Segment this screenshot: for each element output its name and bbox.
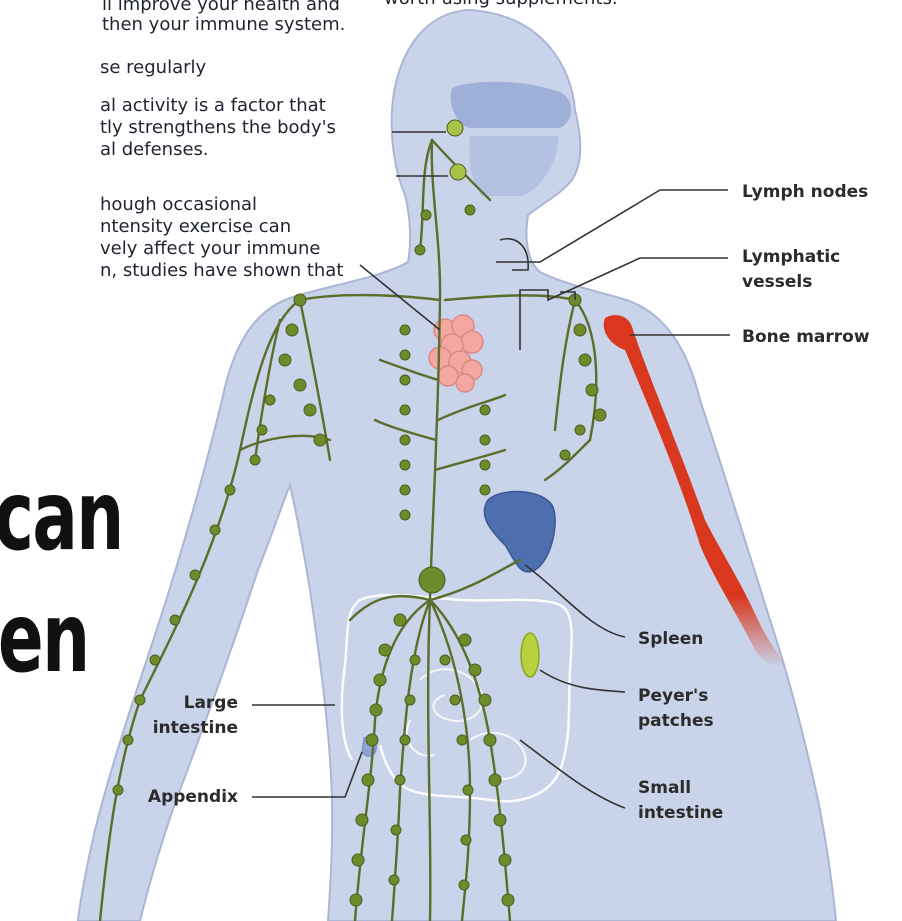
article-line: al defenses. bbox=[100, 139, 209, 160]
label-peyers-2: patches bbox=[638, 709, 714, 734]
article-top-fragment: worth using supplements. bbox=[384, 0, 618, 9]
label-small-intestine-1: Small bbox=[638, 776, 691, 801]
label-peyers-1: Peyer's bbox=[638, 684, 708, 709]
article-line: hough occasional bbox=[100, 194, 257, 215]
article-line: n, studies have shown that bbox=[100, 260, 343, 281]
label-lymphatic-vessels-1: Lymphatic bbox=[742, 245, 840, 270]
headline-line-2: en bbox=[0, 592, 89, 684]
article-line: tly strengthens the body's bbox=[100, 117, 336, 138]
label-lymph-nodes: Lymph nodes bbox=[742, 180, 868, 205]
label-lymphatic-vessels-2: vessels bbox=[742, 270, 812, 295]
article-line: ntensity exercise can bbox=[100, 216, 291, 237]
article-line: al activity is a factor that bbox=[100, 95, 326, 116]
label-large-intestine-1: Large bbox=[140, 691, 238, 716]
label-large-intestine-2: intestine bbox=[140, 716, 238, 741]
headline-line-1: can bbox=[0, 470, 123, 562]
article-line: then your immune system. bbox=[102, 14, 345, 35]
label-small-intestine-2: intestine bbox=[638, 801, 723, 826]
label-bone-marrow: Bone marrow bbox=[742, 325, 870, 350]
article-line: se regularly bbox=[100, 57, 206, 78]
peyers-patches-organ bbox=[521, 633, 539, 677]
article-line: vely affect your immune bbox=[100, 238, 320, 259]
label-spleen: Spleen bbox=[638, 627, 703, 652]
article-line: ll improve your health and bbox=[102, 0, 340, 15]
label-appendix: Appendix bbox=[120, 785, 238, 810]
